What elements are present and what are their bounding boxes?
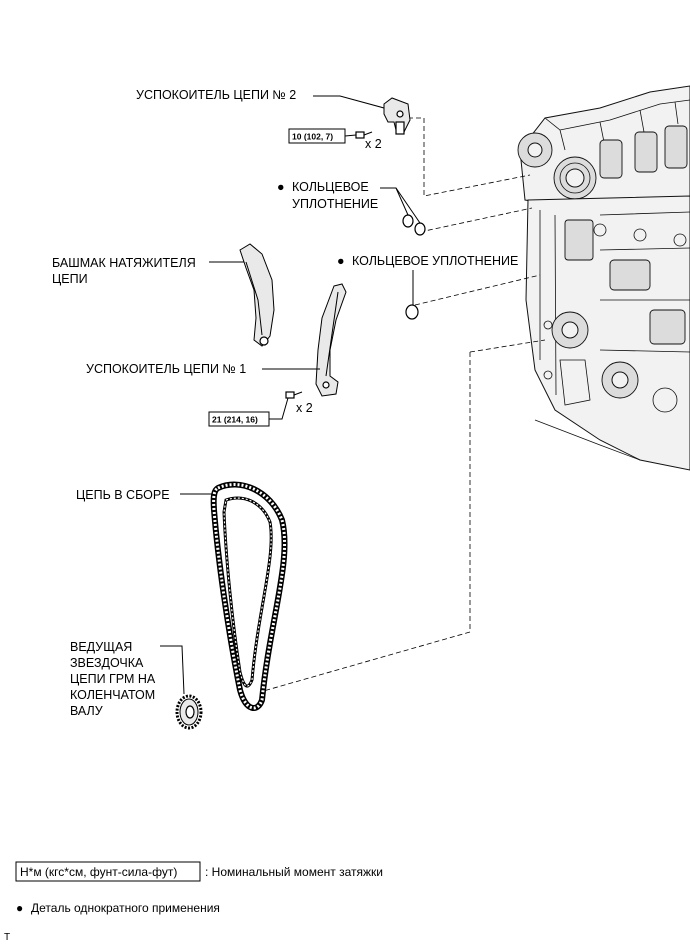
sprocket-label-line5: ВАЛУ <box>70 704 103 718</box>
legend-torque-unit: Н*м (кгс*см, фунт-сила-фут) <box>20 865 177 879</box>
legend-non-reusable-mark: ● <box>16 901 23 915</box>
o-ring-upper-label-line1: КОЛЬЦЕВОЕ <box>292 180 369 194</box>
quantity-bolt-no2: x 2 <box>365 137 382 151</box>
torque-no1-leader <box>269 397 289 420</box>
alignment-lines <box>259 117 546 693</box>
sprocket-label-line4: КОЛЕНЧАТОМ <box>70 688 155 702</box>
chain-tensioner-no2-part <box>383 97 411 135</box>
o-ring-lower-part <box>405 304 419 320</box>
legend-non-reusable-desc: Деталь однократного применения <box>31 901 220 915</box>
tensioner-no1-label: УСПОКОИТЕЛЬ ЦЕПИ № 1 <box>86 362 246 376</box>
engine-block-illustration <box>517 85 690 471</box>
non-reusable-mark-oring2: ● <box>337 254 345 268</box>
torque-value-bolt-no2: 10 (102, 7) <box>292 132 333 142</box>
chain-tensioner-slipper-part <box>239 243 275 347</box>
sprocket-leader <box>160 645 185 695</box>
o-ring-upper-part <box>402 214 426 236</box>
o-ring-upper-leader <box>380 187 409 216</box>
legend-torque-box <box>15 861 201 882</box>
legend-torque-desc: : Номинальный момент затяжки <box>205 865 383 879</box>
tensioner-no2-leader <box>313 95 385 109</box>
o-ring-lower-label: КОЛЬЦЕВОЕ УПЛОТНЕНИЕ <box>352 254 518 268</box>
bolt-no1-part <box>285 391 303 399</box>
chain-assembly-label: ЦЕПЬ В СБОРЕ <box>76 488 170 502</box>
crankshaft-sprocket-part <box>175 694 203 730</box>
non-reusable-mark-oring1: ● <box>277 180 285 194</box>
sprocket-label-line1: ВЕДУЩАЯ <box>70 640 132 654</box>
torque-value-bolt-no1: 21 (214, 16) <box>212 415 258 425</box>
sprocket-label-line3: ЦЕПИ ГРМ НА <box>70 672 156 686</box>
torque-no2-leader <box>344 134 357 137</box>
corner-mark: T <box>4 932 10 943</box>
o-ring-upper-leader-2 <box>395 187 421 224</box>
o-ring-upper-label-line2: УПЛОТНЕНИЕ <box>292 197 378 211</box>
chain-shoe-label-line2: ЦЕПИ <box>52 272 88 286</box>
chain-tensioner-no1-part <box>315 283 347 397</box>
tensioner-no2-label: УСПОКОИТЕЛЬ ЦЕПИ № 2 <box>136 88 296 102</box>
chain-shoe-label-line1: БАШМАК НАТЯЖИТЕЛЯ <box>52 256 196 270</box>
sprocket-label-line2: ЗВЕЗДОЧКА <box>70 656 144 670</box>
timing-chain-part <box>210 481 288 711</box>
quantity-bolt-no1: x 2 <box>296 401 313 415</box>
legend: Н*м (кгс*см, фунт-сила-фут) : Номинальны… <box>15 861 383 915</box>
